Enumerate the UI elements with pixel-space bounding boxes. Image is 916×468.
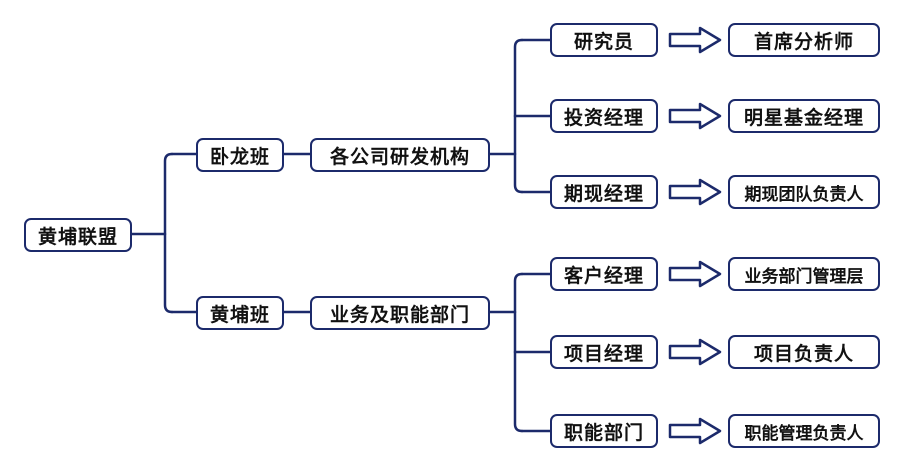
arrow-right-icon — [668, 26, 722, 54]
target-node-1: 首席分析师 — [728, 23, 880, 57]
arrow-right-icon — [668, 417, 722, 445]
role-node-1: 研究员 — [550, 23, 658, 57]
department-node-2: 业务及职能部门 — [310, 296, 490, 330]
root-node: 黄埔联盟 — [24, 218, 132, 252]
branch-node-2: 黄埔班 — [196, 296, 284, 330]
target-node-6: 职能管理负责人 — [728, 414, 880, 448]
target-node-2: 明星基金经理 — [728, 99, 880, 133]
connector-root-bracket — [163, 152, 174, 314]
arrow-right-icon — [668, 260, 722, 288]
target-node-5: 项目负责人 — [728, 335, 880, 369]
target-node-3: 期现团队负责人 — [728, 175, 880, 209]
role-node-5: 项目经理 — [550, 335, 658, 369]
role-node-4: 客户经理 — [550, 257, 658, 291]
target-node-4: 业务部门管理层 — [728, 257, 880, 291]
arrow-right-icon — [668, 102, 722, 130]
role-node-2: 投资经理 — [550, 99, 658, 133]
branch-node-1: 卧龙班 — [196, 138, 284, 172]
arrow-right-icon — [668, 338, 722, 366]
role-node-3: 期现经理 — [550, 175, 658, 209]
arrow-right-icon — [668, 178, 722, 206]
department-node-1: 各公司研发机构 — [310, 138, 490, 172]
role-node-6: 职能部门 — [550, 414, 658, 448]
